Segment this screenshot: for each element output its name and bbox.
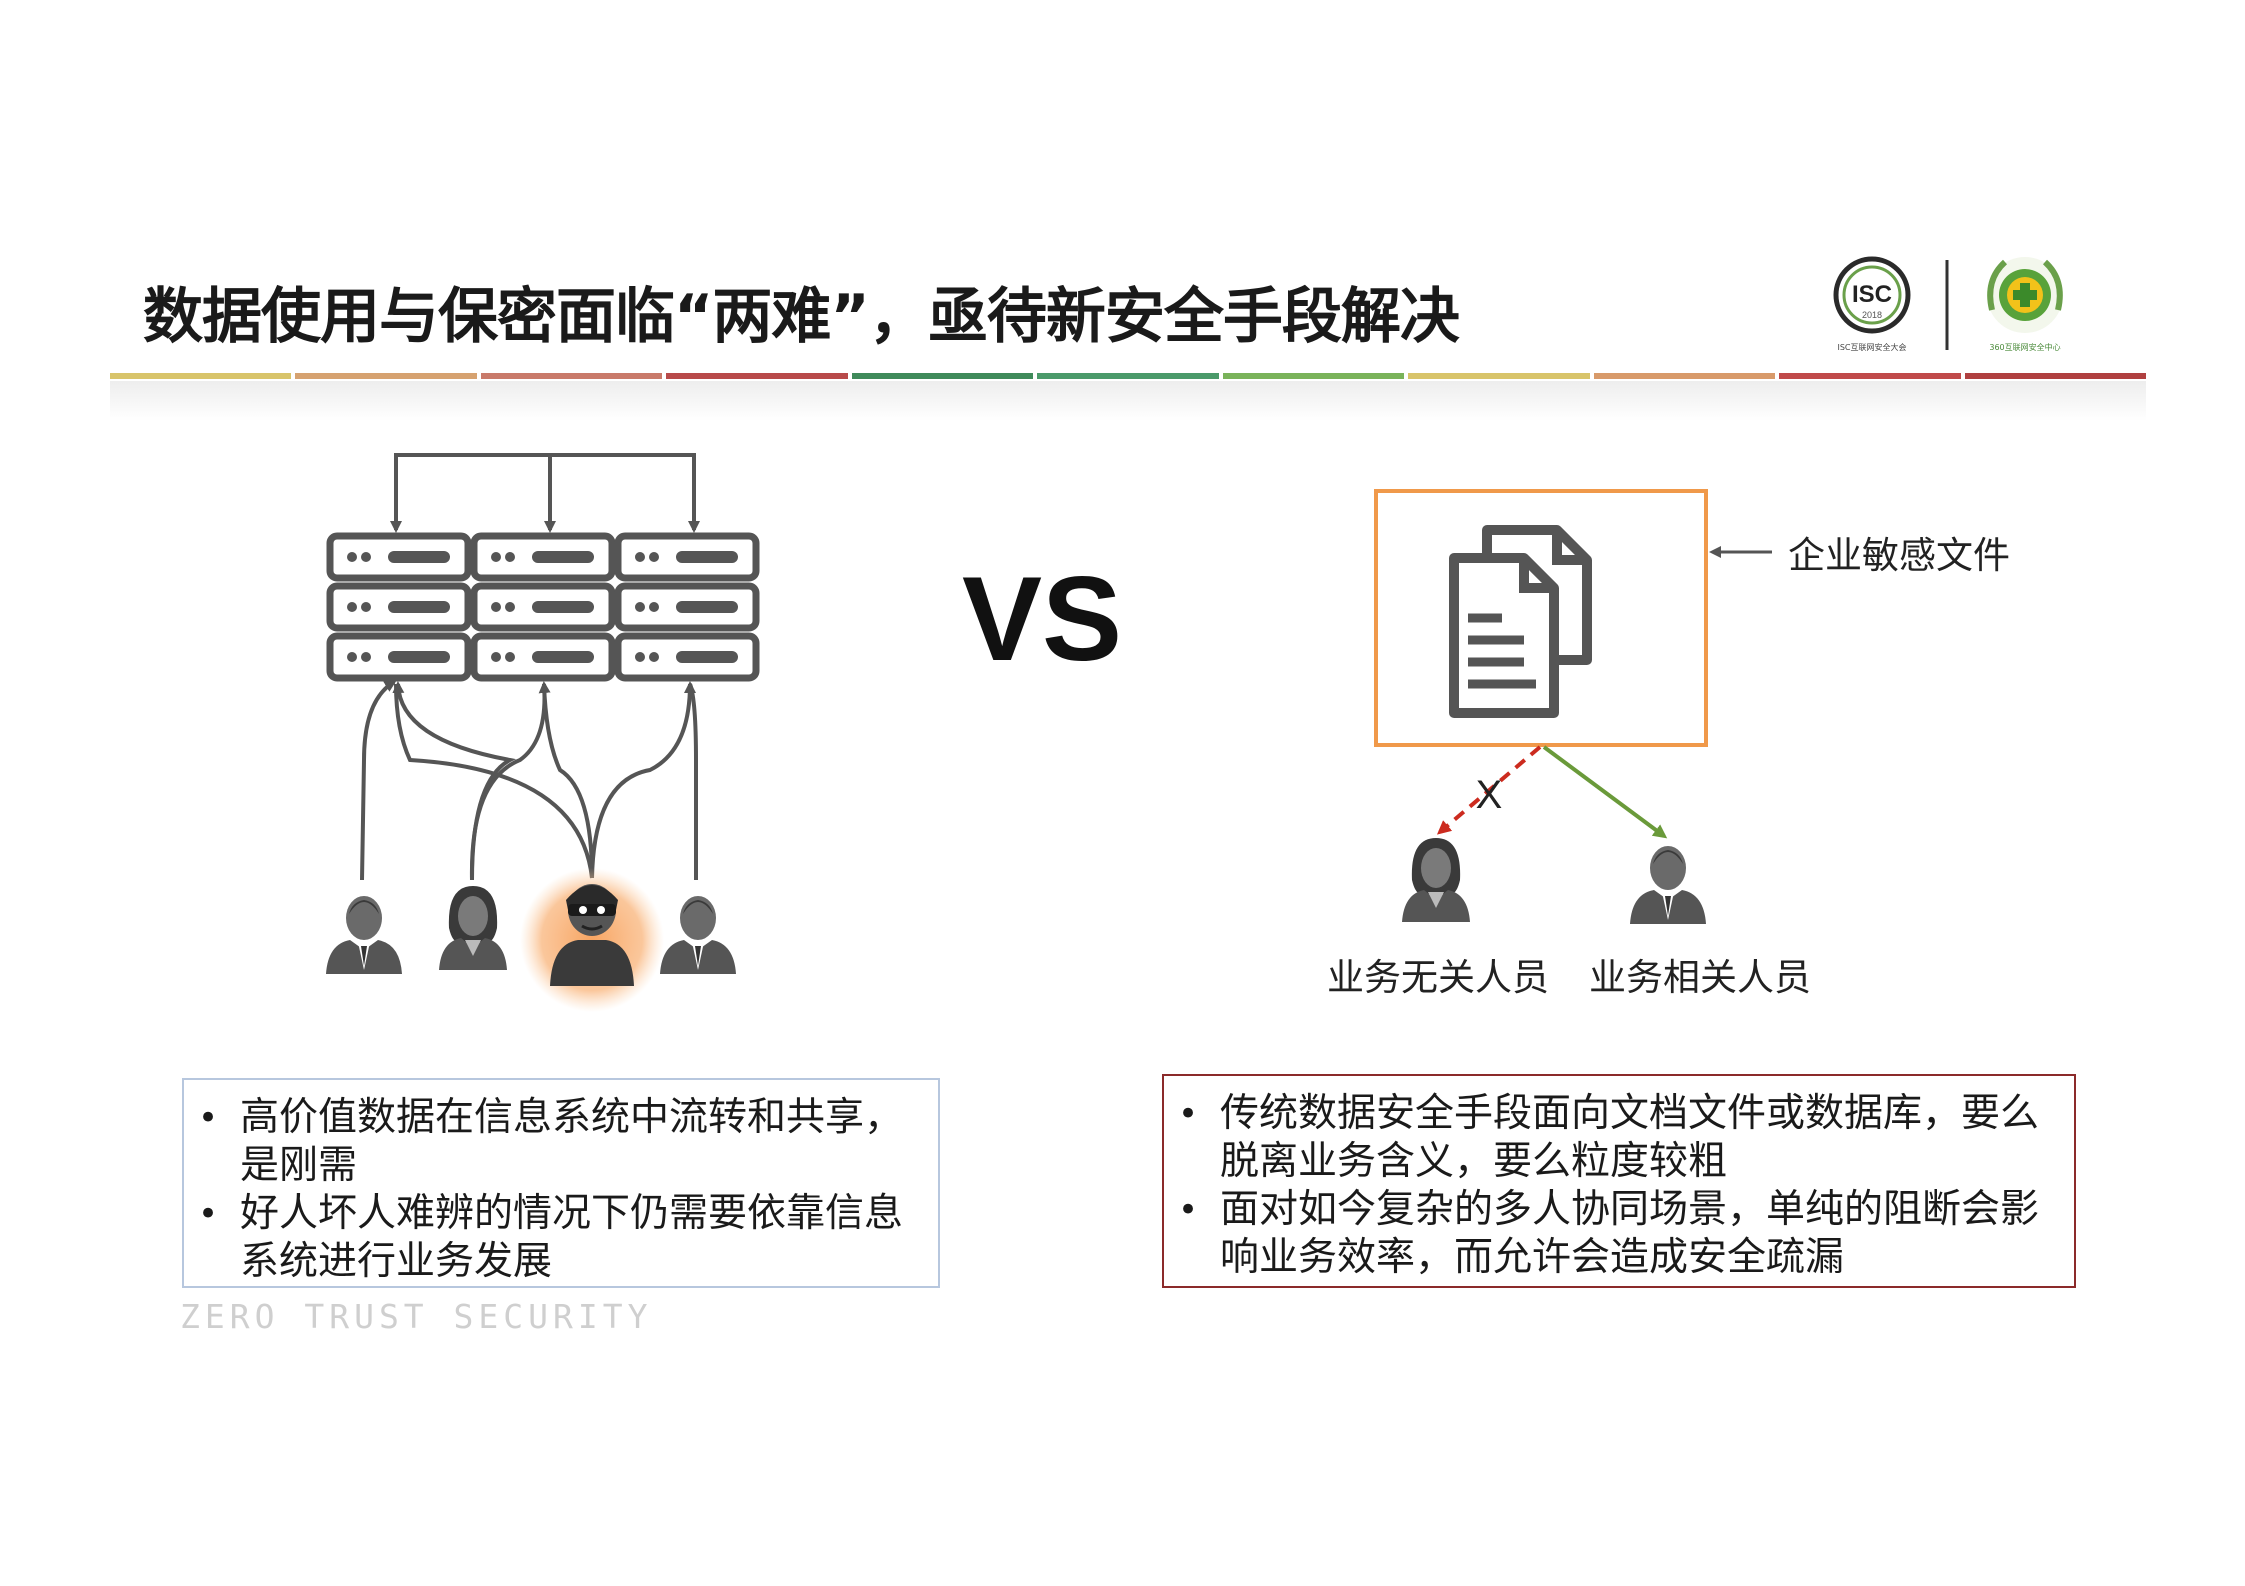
server-unit (326, 582, 472, 632)
rule-segment (1408, 373, 1590, 379)
server-sync-connector (390, 453, 700, 533)
rule-segment (666, 373, 848, 379)
vs-label: VS (962, 552, 1122, 686)
related-person-icon (1630, 846, 1706, 924)
server-unit (614, 632, 760, 682)
server-unit (614, 582, 760, 632)
unrelated-person-label: 业务无关人员 (1327, 956, 1549, 999)
bullet-text: 好人坏人难辨的情况下仍需要依靠信息系统进行业务发展 (240, 1191, 904, 1284)
rule-segment (1964, 373, 2146, 379)
isc-logo: ISC 2018 ISC互联网安全大会 (1833, 256, 1911, 352)
employee-icon (660, 896, 736, 974)
blocked-mark: X (1476, 773, 1503, 817)
isc-logo-caption: ISC互联网安全大会 (1837, 342, 1906, 352)
server-unit (470, 632, 616, 682)
left-bullet-box: • 高价值数据在信息系统中流转和共享，是刚需 • 好人坏人难辨的情况下仍需要依靠… (182, 1078, 940, 1288)
rule-segment (110, 373, 292, 379)
bullet-item: • 传统数据安全手段面向文档文件或数据库，要么脱离业务含义，要么粒度较粗 (1178, 1090, 2054, 1186)
related-person-label: 业务相关人员 (1589, 956, 1811, 999)
isc-logo-text: ISC (1852, 281, 1892, 308)
server-rack-icon (326, 532, 760, 682)
rule-segment (480, 373, 663, 379)
org-logo: 360互联网安全中心 (1987, 257, 2063, 352)
attacker-icon (520, 868, 664, 1012)
bullet-dot: • (1178, 1094, 1199, 1134)
server-unit (470, 532, 616, 582)
server-unit (470, 582, 616, 632)
bullet-dot: • (1178, 1190, 1199, 1230)
bullet-text: 传统数据安全手段面向文档文件或数据库，要么脱离业务含义，要么粒度较粗 (1220, 1091, 2040, 1184)
rule-segment (1222, 373, 1405, 379)
right-bullet-box: • 传统数据安全手段面向文档文件或数据库，要么脱离业务含义，要么粒度较粗 • 面… (1162, 1074, 2076, 1288)
unrelated-person-icon (1402, 838, 1470, 922)
bullet-dot: • (198, 1194, 219, 1234)
bullet-text: 面对如今复杂的多人协同场景，单纯的阻断会影响业务效率，而允许会造成安全疏漏 (1220, 1187, 2040, 1280)
watermark-text: ZERO TRUST SECURITY (180, 1297, 653, 1336)
user-access-arrows (360, 680, 698, 881)
bullet-dot: • (198, 1098, 219, 1138)
rule-segment (1037, 373, 1219, 379)
org-logo-caption: 360互联网安全中心 (1989, 342, 2060, 352)
employee-woman-icon (439, 886, 507, 970)
allowed-access-arrow (1542, 745, 1668, 839)
header-rule-shadow (110, 381, 2146, 421)
bullet-item: • 好人坏人难辨的情况下仍需要依靠信息系统进行业务发展 (198, 1190, 918, 1286)
rule-segment (295, 373, 477, 379)
file-label: 企业敏感文件 (1788, 534, 2010, 577)
documents-icon (1449, 530, 1587, 718)
header-logos: ISC 2018 ISC互联网安全大会 360互联网安全中心 (1833, 256, 2063, 352)
server-unit (614, 532, 760, 582)
server-unit (326, 632, 472, 682)
employee-icon (326, 896, 402, 974)
header-rule (110, 373, 2146, 379)
blocked-access-arrow (1436, 745, 1542, 835)
rule-segment (1593, 373, 1776, 379)
rule-segment (851, 373, 1034, 379)
bullet-text: 高价值数据在信息系统中流转和共享，是刚需 (240, 1095, 904, 1188)
server-unit (326, 532, 472, 582)
slide-title: 数据使用与保密面临“两难”，亟待新安全手段解决 (143, 282, 1460, 352)
rule-segment (1779, 373, 1961, 379)
bullet-item: • 高价值数据在信息系统中流转和共享，是刚需 (198, 1094, 918, 1190)
isc-logo-year: 2018 (1862, 310, 1882, 320)
bullet-item: • 面对如今复杂的多人协同场景，单纯的阻断会影响业务效率，而允许会造成安全疏漏 (1178, 1186, 2054, 1282)
